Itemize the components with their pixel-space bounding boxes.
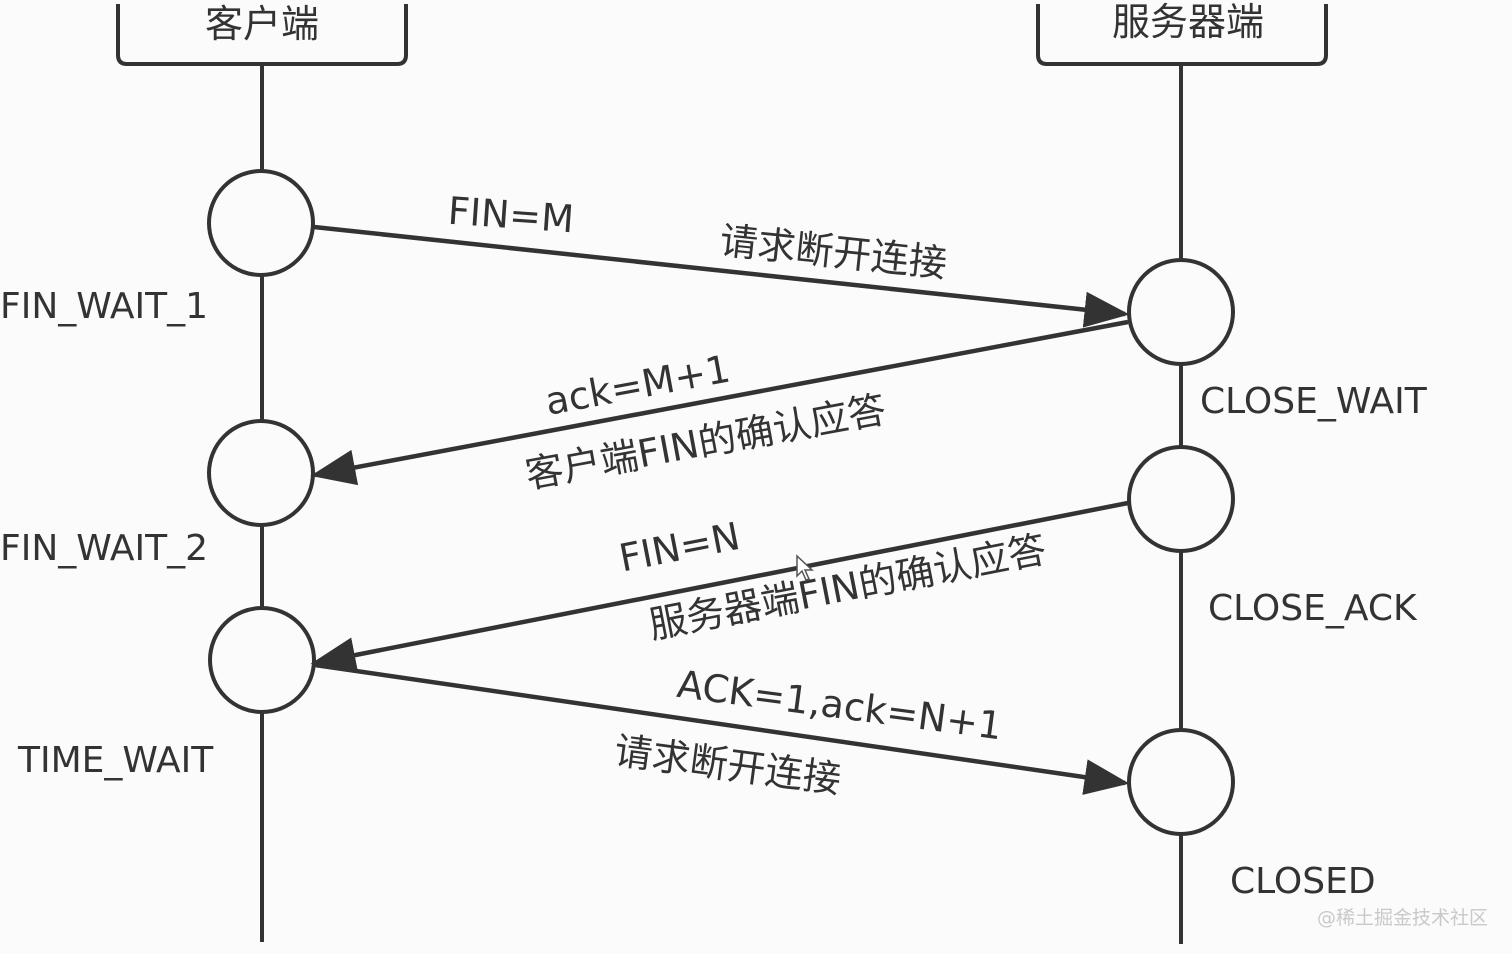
arrow-ack-m1	[310, 319, 1129, 486]
server-label: 服务器端	[1112, 0, 1264, 44]
message-label: ACK=1,ack=N+1	[675, 662, 1005, 748]
watermark: @稀土掘金技术社区	[1316, 907, 1488, 929]
server-state-label: CLOSE_WAIT	[1200, 381, 1428, 422]
message-desc: 请求断开连接	[612, 728, 844, 801]
client-state-circle	[207, 169, 315, 277]
server-state-circle	[1127, 728, 1235, 836]
cursor-icon	[796, 554, 814, 581]
arrow-fin-m	[313, 224, 1130, 328]
server-state-circle	[1127, 445, 1235, 553]
message-label: FIN=M	[446, 189, 575, 242]
server-state-circle	[1127, 258, 1235, 366]
message-label: FIN=N	[616, 514, 744, 580]
client-state-circle	[207, 419, 315, 527]
arrow-fin-n	[310, 500, 1129, 673]
client-label: 客户端	[205, 2, 319, 46]
client-state-label: TIME_WAIT	[17, 740, 214, 781]
arrow-ack-n1	[314, 662, 1130, 795]
server-state-label: CLOSE_ACK	[1208, 588, 1418, 629]
client-state-label: FIN_WAIT_2	[0, 528, 208, 569]
client-state-circle	[208, 606, 316, 714]
client-state-label: FIN_WAIT_1	[0, 286, 208, 327]
server-state-label: CLOSED	[1230, 861, 1376, 902]
